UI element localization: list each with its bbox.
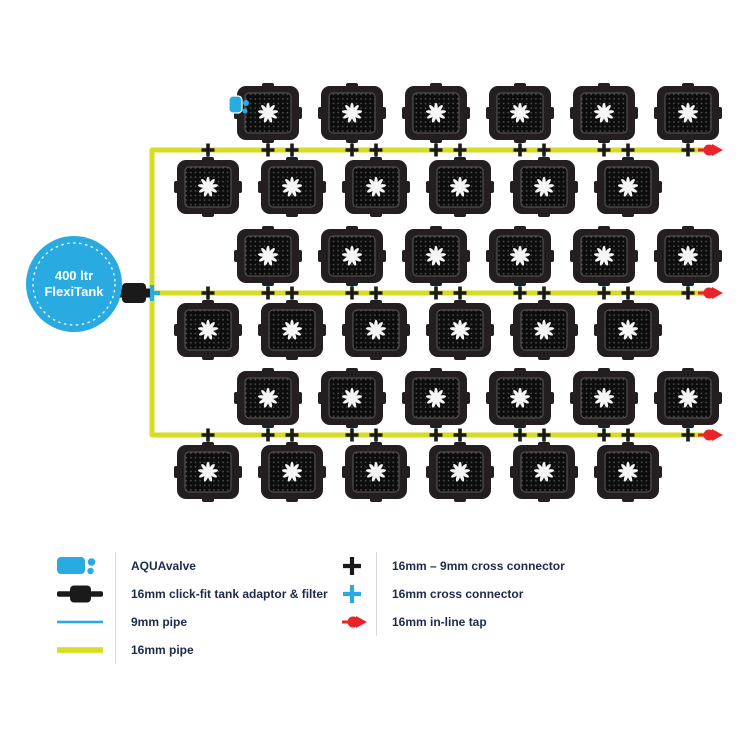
cross-connector-16-9 xyxy=(453,143,467,157)
cross-connector-16-9 xyxy=(621,143,635,157)
legend-label-adaptor: 16mm click-fit tank adaptor & filter xyxy=(115,580,328,608)
cross-connector-16-9 xyxy=(681,143,695,157)
cross-connector-16-9 xyxy=(621,286,635,300)
pot xyxy=(342,157,410,217)
cross-connector-16-9 xyxy=(537,428,551,442)
inline-tap xyxy=(698,144,723,156)
pot xyxy=(510,157,578,217)
inline-tap-icon xyxy=(342,608,376,636)
pot xyxy=(570,368,638,428)
pot xyxy=(426,300,494,360)
legend-label-cross-16-9: 16mm – 9mm cross connector xyxy=(376,552,565,580)
cross-connector-16-9 xyxy=(597,286,611,300)
pot xyxy=(402,226,470,286)
legend-label-16mm-pipe: 16mm pipe xyxy=(115,636,328,664)
tank-adaptor-icon xyxy=(57,580,115,608)
pot xyxy=(318,83,386,143)
inline-tap xyxy=(698,429,723,441)
pot xyxy=(486,368,554,428)
pot xyxy=(654,368,722,428)
pot xyxy=(258,442,326,502)
pot xyxy=(318,226,386,286)
pot xyxy=(570,226,638,286)
pot xyxy=(342,300,410,360)
cross-connector-16-9 xyxy=(369,143,383,157)
pot xyxy=(318,368,386,428)
cross-connector-16-9 xyxy=(597,143,611,157)
pot xyxy=(234,83,302,143)
pot xyxy=(486,83,554,143)
aquavalve xyxy=(228,95,249,114)
legend-label-cross-16: 16mm cross connector xyxy=(376,580,565,608)
tank-adaptor xyxy=(114,283,150,303)
pot xyxy=(510,300,578,360)
cross-connector-16-9 xyxy=(261,428,275,442)
cross-connector-16-9 xyxy=(261,143,275,157)
cross-connector-16-9 xyxy=(261,286,275,300)
cross-connector-16-9 xyxy=(201,143,215,157)
pot xyxy=(654,226,722,286)
cross-connector-16-9 xyxy=(681,428,695,442)
cross-connector-16-9 xyxy=(285,286,299,300)
pot xyxy=(174,157,242,217)
cross-connector-16-9 xyxy=(597,428,611,442)
cross-connector-16-9 xyxy=(537,143,551,157)
pot xyxy=(342,442,410,502)
pot xyxy=(654,83,722,143)
cross-connector-16-9 xyxy=(345,428,359,442)
pot xyxy=(234,226,302,286)
pot xyxy=(426,157,494,217)
cross-connector-16-9 xyxy=(453,428,467,442)
aquavalve-icon xyxy=(57,552,115,580)
cross-connector-16-9 xyxy=(345,286,359,300)
pot xyxy=(594,300,662,360)
legend-label-9mm-pipe: 9mm pipe xyxy=(115,608,328,636)
cross-connector-16-9 xyxy=(429,286,443,300)
cross-connector-16-9 xyxy=(369,286,383,300)
pot xyxy=(594,157,662,217)
pot xyxy=(594,442,662,502)
cross-connector-16-9 xyxy=(513,143,527,157)
legend-label-aquavalve: AQUAvalve xyxy=(115,552,328,580)
pot xyxy=(486,226,554,286)
cross-connector-16-9 xyxy=(345,143,359,157)
cross-16-icon xyxy=(342,580,376,608)
tank-label-name: FlexiTank xyxy=(44,284,104,299)
pot xyxy=(258,300,326,360)
cross-connector-16-9 xyxy=(513,428,527,442)
pot xyxy=(570,83,638,143)
pot xyxy=(174,442,242,502)
cross-connector-16-9 xyxy=(429,428,443,442)
pot xyxy=(510,442,578,502)
cross-connector-16-9 xyxy=(285,143,299,157)
cross-16-9-icon xyxy=(342,552,376,580)
cross-connector-16-9 xyxy=(621,428,635,442)
16mm-pipe-icon xyxy=(57,636,115,664)
legend-right: 16mm – 9mm cross connector 16mm cross co… xyxy=(342,552,565,636)
cross-connector-16-9 xyxy=(513,286,527,300)
pot xyxy=(402,83,470,143)
cross-connector-16-9 xyxy=(201,286,215,300)
cross-connector-16-9 xyxy=(285,428,299,442)
cross-connector-16-9 xyxy=(537,286,551,300)
pot xyxy=(402,368,470,428)
legend-label-inline-tap: 16mm in-line tap xyxy=(376,608,565,636)
cross-connector-16-9 xyxy=(453,286,467,300)
legend-left: AQUAvalve 16mm click-fit tank adaptor & … xyxy=(57,552,328,664)
cross-connector-16-9 xyxy=(369,428,383,442)
inline-tap xyxy=(698,287,723,299)
9mm-pipe-icon xyxy=(57,608,115,636)
pot xyxy=(174,300,242,360)
cross-connector-16-9 xyxy=(681,286,695,300)
tank-label-volume: 400 ltr xyxy=(55,268,93,283)
pot xyxy=(258,157,326,217)
cross-connector-16-9 xyxy=(429,143,443,157)
cross-connector-16-9 xyxy=(201,428,215,442)
pot xyxy=(234,368,302,428)
pot xyxy=(426,442,494,502)
